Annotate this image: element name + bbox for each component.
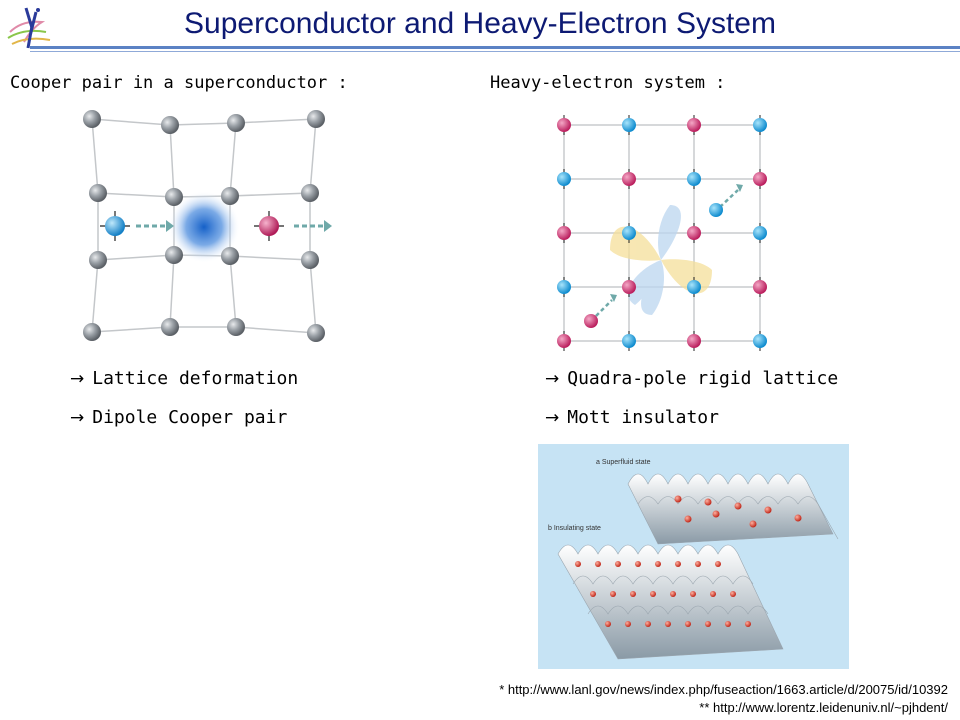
label-a: a Superfluid state: [596, 459, 651, 466]
title-rule-thin: [30, 51, 960, 52]
bullet-text: Quadra-pole rigid lattice: [567, 368, 839, 389]
bullet-text: Lattice deformation: [92, 368, 299, 389]
right-arrow-icon: →: [70, 408, 85, 428]
left-heading: Cooper pair in a superconductor :: [10, 73, 348, 93]
optical-lattice-figure: a Superfluid state b Insulating state: [538, 444, 849, 669]
label-b: b Insulating state: [548, 525, 601, 532]
right-arrow-icon: →: [545, 408, 560, 428]
right-arrow-icon: →: [545, 369, 560, 389]
cooper-pair-lattice-diagram: [83, 110, 332, 342]
superfluid-lattice: [627, 473, 839, 545]
title-rule: [30, 46, 960, 49]
institute-logo-icon: [7, 7, 51, 49]
reference-2[interactable]: ** http://www.lorentz.leidenuniv.nl/~pjh…: [699, 700, 948, 715]
page-title: Superconductor and Heavy-Electron System: [184, 7, 776, 40]
reference-1[interactable]: * http://www.lanl.gov/news/index.php/fus…: [499, 682, 948, 697]
atoms: [575, 495, 802, 627]
bullet-text: Dipole Cooper pair: [92, 407, 288, 428]
insulating-lattice: [557, 544, 784, 660]
right-heading: Heavy-electron system :: [490, 73, 726, 93]
bullet-text: Mott insulator: [567, 407, 719, 428]
bullet-quadra-pole-lattice: → Quadra-pole rigid lattice: [545, 368, 838, 389]
bullet-mott-insulator: → Mott insulator: [545, 407, 719, 428]
heavy-electron-lattice-diagram: [557, 115, 767, 351]
bullet-dipole-cooper-pair: → Dipole Cooper pair: [70, 407, 287, 428]
bullet-lattice-deformation: → Lattice deformation: [70, 368, 298, 389]
right-arrow-icon: →: [70, 369, 85, 389]
